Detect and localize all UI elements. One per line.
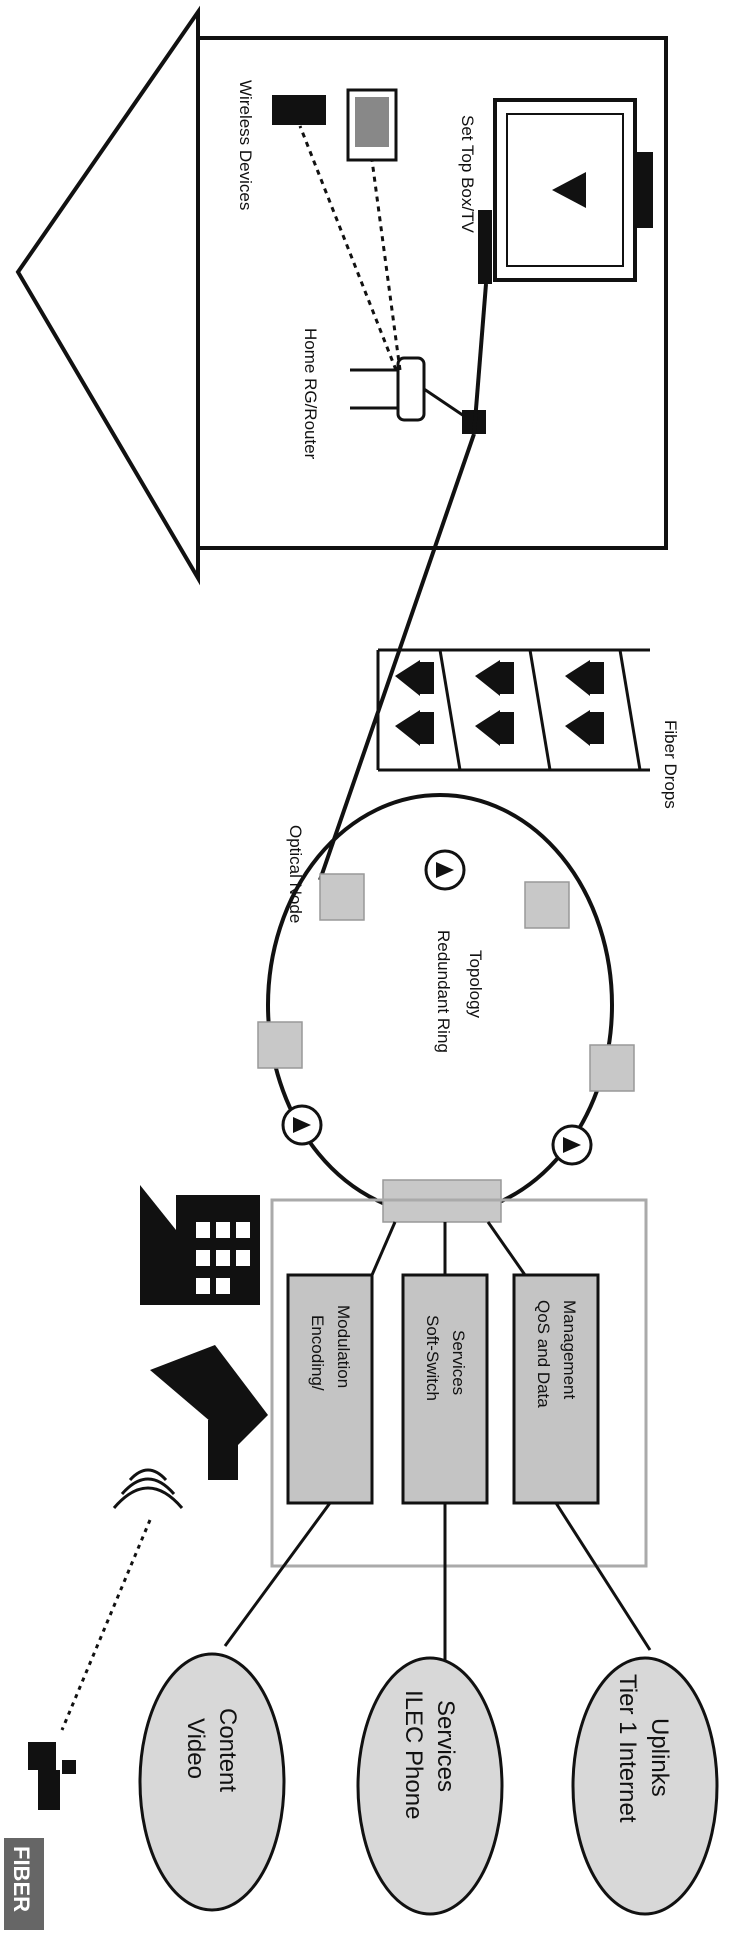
cloud-shape [138,1652,286,1912]
optical-node [524,881,570,929]
wireless-devices: Wireless Devices [236,80,398,210]
wireless-devices-label: Wireless Devices [236,80,255,210]
ilec-phone-line1: ILEC Phone [400,1690,427,1819]
video-content-line2: Content [214,1708,241,1792]
amplifier-icon [281,1104,323,1146]
encoding-modulation-box [286,1273,374,1505]
house-icon [395,710,434,746]
cloud-shape [571,1656,719,1916]
set-top-box-tv: Set Top Box/TV [458,98,653,435]
optical-node [257,1021,303,1069]
video-feed-line [223,1502,332,1647]
wireless-link [298,125,398,371]
house-icon [475,710,514,746]
head-end: Encoding/ Modulation Soft-Switch Service… [28,1185,648,1810]
cloud-shape [356,1656,504,1916]
satellite-icon [28,1742,76,1810]
fiber-feed-line [318,433,476,881]
redundant-ring: Optical Node Redundant Ring Topology [257,793,635,1223]
drop-divider-line [618,649,642,771]
head-end-frame [270,1198,648,1568]
video-content-line1: Video [182,1718,209,1779]
satellite-dish-icon [112,1345,268,1509]
encoding-label-line2: Modulation [334,1305,353,1388]
qos-label-line2: Management [560,1300,579,1400]
play-icon [552,172,586,208]
stb-cable [472,283,488,435]
amplifier-icon [551,1124,593,1166]
phone-icon [272,95,326,125]
ilec-phone-cloud: ILEC Phone Services [356,1656,504,1916]
ilec-phone-line2: Services [432,1700,459,1792]
qos-data-box [512,1273,600,1505]
ring-label-line1: Redundant Ring [434,930,453,1053]
brand-tag: FIBER [4,1838,44,1930]
switch-link [486,1221,527,1276]
home-router: Home RG/Router [301,328,486,460]
drop-divider-line [528,649,552,771]
tier1-internet-cloud: Tier 1 Internet Uplinks [571,1656,719,1916]
house-icon [565,710,604,746]
home-router-label: Home RG/Router [301,328,320,460]
router-icon [396,356,426,422]
optical-node-label: Optical Node [286,825,305,923]
switch-link [370,1221,397,1276]
building-icon [140,1185,260,1305]
optical-node [589,1044,635,1092]
tier1-internet-line1: Tier 1 Internet [614,1674,641,1823]
amplifier-icon [424,849,466,891]
house-roof [15,5,200,586]
set-top-box-label: Set Top Box/TV [458,115,477,233]
fiber-drops-label: Fiber Drops [661,720,680,809]
house-icon [475,660,514,696]
brand-tag-background [4,1838,44,1930]
drop-divider-line [438,649,462,771]
softswitch-label-line2: Services [449,1330,468,1395]
encoding-label-line1: Encoding/ [308,1315,327,1391]
soft-switch-box [401,1273,489,1505]
tier1-feed-line [554,1502,652,1651]
laptop-screen-icon [355,97,389,147]
house-icon [395,660,434,696]
ring-label-line2: Topology [466,950,485,1019]
house-icon [565,660,604,696]
house [15,5,668,586]
softswitch-label-line1: Soft-Switch [423,1315,442,1401]
qos-label-line1: QoS and Data [534,1300,553,1408]
satellite-link [60,1519,152,1731]
brand-tag-label: FIBER [9,1846,34,1912]
tv-stand-icon [635,152,653,228]
optical-node [319,873,365,921]
fiber-drops: Fiber Drops [376,648,680,809]
tier1-internet-line2: Uplinks [646,1718,673,1797]
video-content-cloud: Video Content [138,1652,286,1912]
set-top-box-icon [478,210,492,284]
